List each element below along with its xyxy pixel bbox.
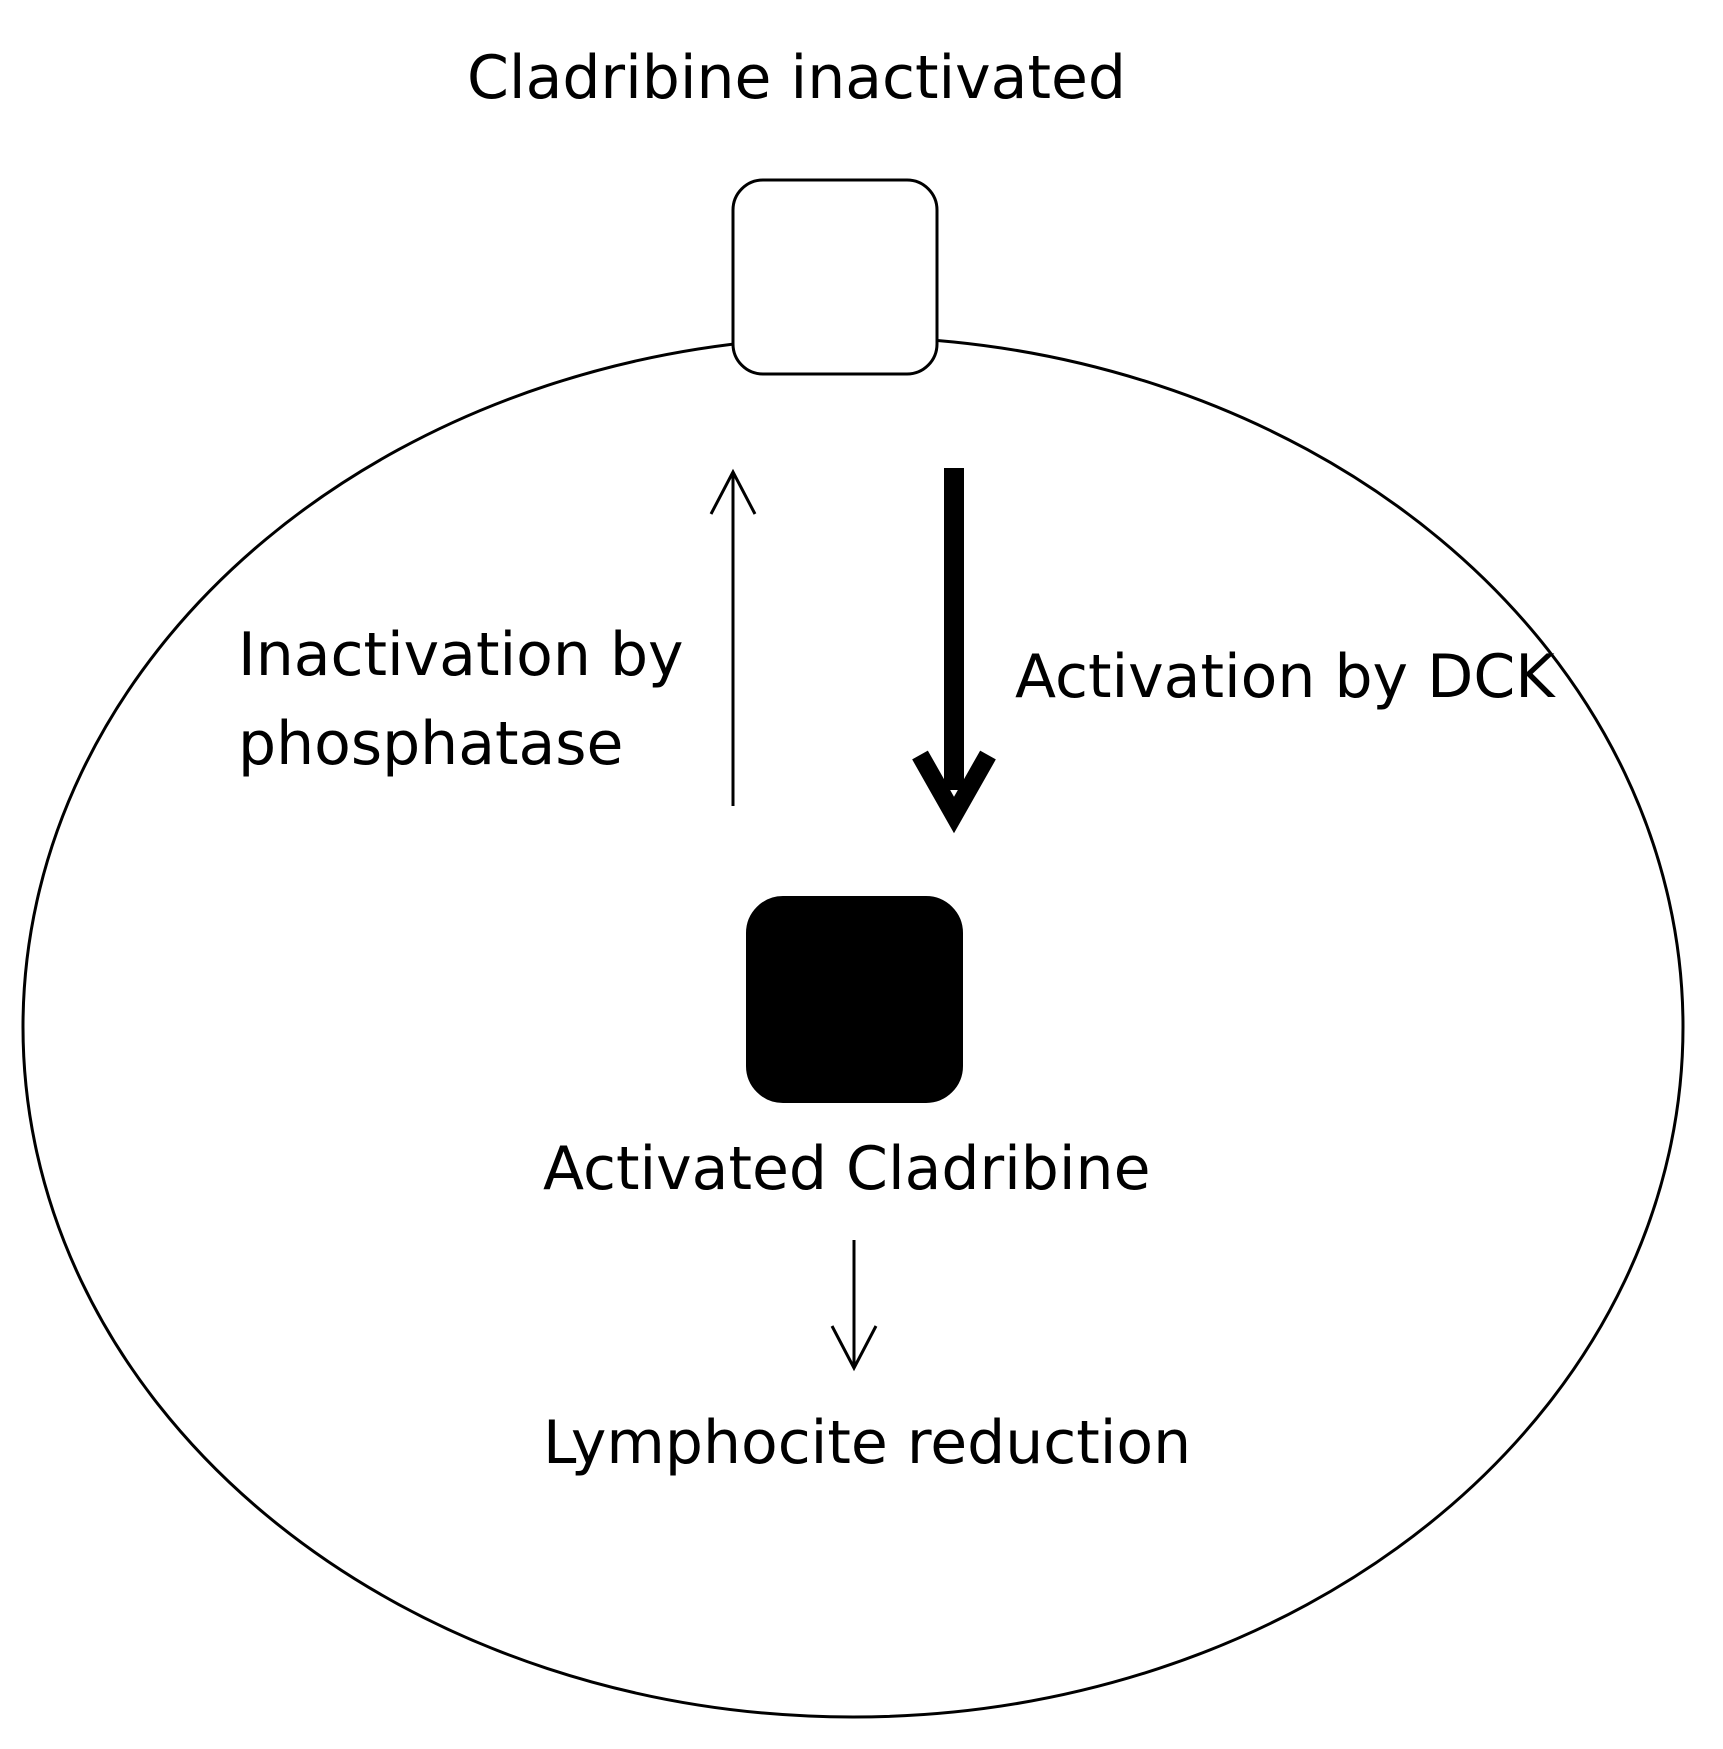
label-lymphocite-reduction: Lymphocite reduction: [543, 1408, 1191, 1478]
inactivation-arrow: [709, 468, 757, 806]
outcome-arrow: [830, 1240, 878, 1372]
label-inactivation-line2: phosphatase: [238, 709, 623, 779]
label-activated-cladribine: Activated Cladribine: [543, 1134, 1151, 1204]
inactive-cladribine-box: [731, 178, 939, 376]
label-inactivation-line1: Inactivation by: [238, 620, 684, 690]
activation-arrow: [912, 468, 996, 834]
activated-cladribine-box: [746, 896, 963, 1103]
label-cladribine-inactivated: Cladribine inactivated: [467, 43, 1126, 113]
label-activation-by-dck: Activation by DCK: [1015, 642, 1556, 712]
